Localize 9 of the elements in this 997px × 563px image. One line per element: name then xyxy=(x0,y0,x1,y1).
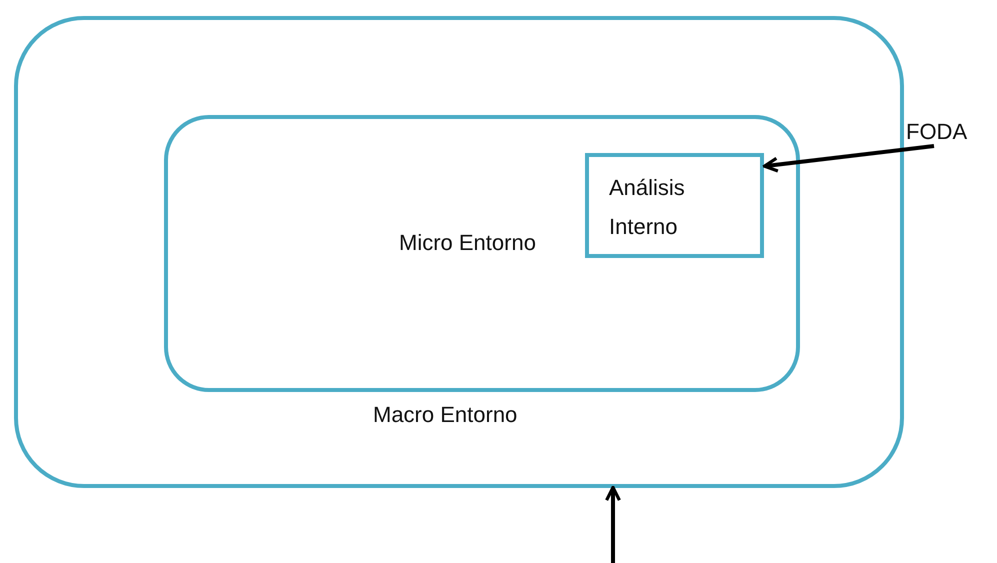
text-label: FODA xyxy=(906,119,968,146)
arrow xyxy=(762,144,934,173)
box-label: Análisis Interno xyxy=(609,174,686,240)
analysis-box xyxy=(585,153,764,258)
outer-rounded-box xyxy=(14,16,904,488)
arrow xyxy=(605,486,621,563)
box-label: Micro Entorno xyxy=(399,230,537,256)
inner-rounded-box xyxy=(164,115,800,392)
box-label: Macro Entorno xyxy=(373,402,518,428)
